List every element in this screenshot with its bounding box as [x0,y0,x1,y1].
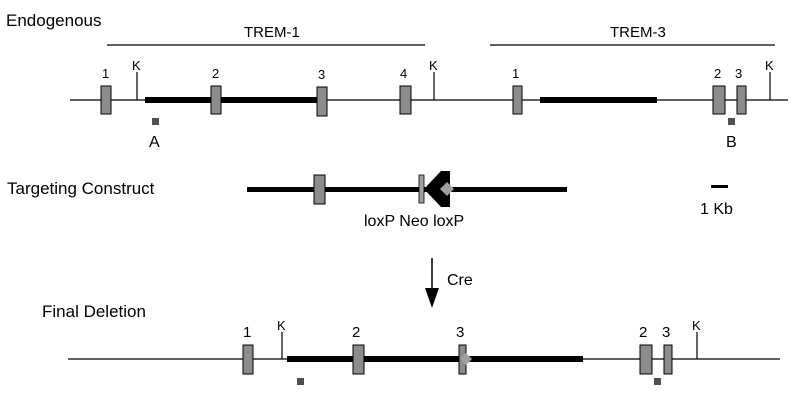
exon-number: 1 [243,324,251,341]
endogenous-trem3-region [540,97,657,103]
final-row-label: Final Deletion [42,302,146,321]
k-site-label: K [132,58,141,73]
exon-number: 3 [662,324,670,341]
targeting-row-label: Targeting Construct [7,179,155,198]
exon-number: 3 [735,66,742,81]
endogenous-row-label: Endogenous [6,11,101,30]
k-site-label: K [692,318,701,333]
k-site-label: K [429,58,438,73]
exon-number: 2 [352,324,360,341]
trem1-label: TREM-1 [244,24,300,41]
exon-box [663,344,673,375]
exon-number: 4 [400,66,407,81]
scale-bar [711,185,728,188]
exon-number: 1 [512,66,519,81]
scale-bar-label: 1 Kb [700,201,733,218]
endogenous-trem1-targeted-region [145,97,321,103]
trem3-label: TREM-3 [610,24,666,41]
exon-number: 2 [212,66,219,81]
probe-a-label: A [149,134,160,151]
probe-a-marker [297,378,304,385]
exon-box [316,86,328,117]
exon-box [100,85,112,115]
k-site-label: K [277,318,286,333]
cre-label: Cre [447,272,473,289]
loxp-site [440,182,454,196]
exon-number: 2 [639,324,647,341]
exon-number: 3 [456,324,464,341]
neo-cassette-arrow [424,171,450,207]
exon-box [313,174,326,205]
exon-box [736,85,747,115]
exon-box [242,344,254,375]
residual-loxp-site [460,353,472,365]
cassette-label: loxP Neo loxP [364,213,464,230]
exon-box [399,85,412,115]
construct-backbone [247,187,567,192]
exon-box [352,344,365,375]
loxp-site [418,174,425,204]
probe-b-label: B [726,134,737,151]
exon-box [639,344,653,375]
exon-box [512,85,523,115]
probe-b-marker [728,118,735,125]
final-deleted-region [287,356,583,362]
exon-box [210,85,222,115]
exon-number: 3 [318,67,325,82]
probe-b-marker [654,378,661,385]
exon-box [712,85,726,115]
k-site-label: K [765,58,774,73]
probe-a-marker [152,118,159,125]
exon-number: 1 [102,66,109,81]
exon-number: 2 [714,66,721,81]
cre-arrow-head [425,288,439,308]
